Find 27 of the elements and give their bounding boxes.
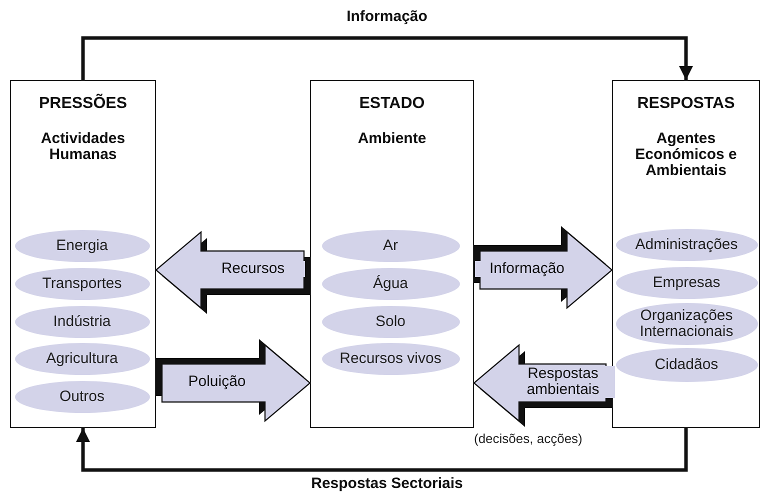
item-label: Transportes [42, 276, 122, 292]
item-label: Energia [56, 238, 108, 254]
item-label: Cidadãos [654, 356, 718, 372]
stage-box [310, 80, 474, 428]
item-label: Administrações [635, 236, 738, 252]
item-label: Recursos vivos [340, 350, 442, 366]
item-label: Solo [375, 314, 406, 330]
note-text: (decisões, acções) [474, 431, 582, 446]
category-ellipse [616, 348, 758, 382]
item-label: Empresas [652, 274, 720, 290]
stage-box [612, 80, 760, 428]
box-subheading: Actividades Humanas [40, 131, 126, 162]
item-label: Agricultura [46, 350, 118, 366]
item-label: Água [372, 276, 408, 292]
item-label: Ar [383, 238, 398, 254]
box-heading: ESTADO [358, 95, 426, 113]
category-ellipse [616, 266, 758, 298]
box-subheading: Agentes Económicos e Ambientais [634, 131, 738, 178]
box-heading: RESPOSTAS [636, 95, 736, 113]
box-heading: PRESSÕES [38, 95, 128, 113]
stage-box [10, 80, 156, 428]
item-label: Indústria [53, 314, 111, 330]
item-label: Outros [59, 388, 104, 404]
category-ellipse [616, 228, 758, 260]
category-ellipse [616, 302, 758, 344]
item-label: Organizações Internacionais [638, 308, 734, 340]
box-subheading: Ambiente [356, 131, 428, 147]
